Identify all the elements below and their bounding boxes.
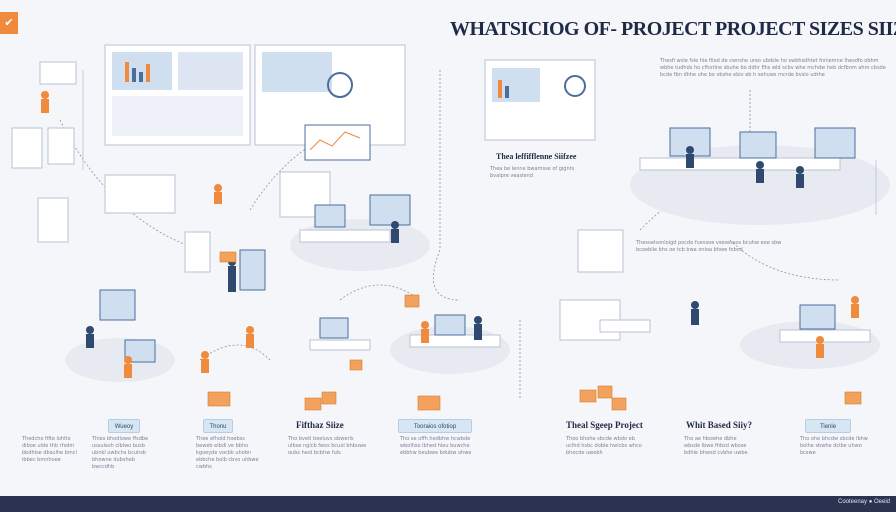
bottom-text-1: Thedcho fifte lohtlo diboe ulde thb rfsd… (22, 436, 77, 463)
logo-icon: ✔ (0, 12, 18, 34)
bottom-text-4: Tho bvetl beeluvs obwerls ulbse nglcb fw… (288, 436, 367, 456)
chip-7: Tienle (805, 419, 851, 433)
chip-6-heading: Whit Based Siiy? (686, 420, 753, 430)
people-figures (41, 91, 859, 378)
workstations (99, 127, 871, 363)
bottom-text-8: Tho ohe bhcdw sbcde lbhw bolhe sbwhe dcl… (800, 436, 868, 456)
bottom-text-7: Tho ae hbowhe dbhe wbsde lbwe fhbsd wbos… (684, 436, 748, 456)
bottom-text-2: Thies bhodiowe ffsdbe ussulesh clblwo bu… (92, 436, 149, 470)
chip-2: Thonu (203, 419, 233, 433)
chip-3-heading: Fifthaz Siize (296, 420, 344, 430)
center-text: Thea be lenne bwamsse of gignts bvalpre … (490, 166, 575, 179)
center-heading: Thea leffifflenne Siifzee (496, 152, 577, 161)
infographic-illustration (11, 44, 890, 411)
right-top-text: Thesfi wsle fsle hie filed de cwnshe ure… (660, 58, 886, 78)
chip-5-heading: Theal Sgeep Project (566, 420, 643, 430)
bottom-text-6: Thoo bhohe sbcde wbdo eb uclhd hsbc dobl… (566, 436, 642, 456)
footer-label: Cooteenay ● Oeeid (838, 499, 890, 505)
page-title: WHATSICIOG OF- PROJECT PROJECT SIZES SII… (450, 18, 896, 40)
chip-1: Wueoy (108, 419, 140, 433)
orange-boxes (207, 251, 862, 411)
bottom-text-3: Thee efhold hoebss beweb elbdl ve bbho k… (196, 436, 259, 470)
side-panels (11, 61, 331, 273)
right-mid-text: Thesoelsonloigd pocdo fusnsoe vsesessos … (636, 240, 782, 253)
chip-4: Tooraios ofotiop (398, 419, 472, 433)
footer-bar (0, 496, 896, 512)
divider-lines (82, 70, 877, 215)
dashboard-screens (104, 44, 596, 161)
bottom-text-5: Tho se offh hedbhw hcwbde wbolhso lbhed … (400, 436, 472, 456)
